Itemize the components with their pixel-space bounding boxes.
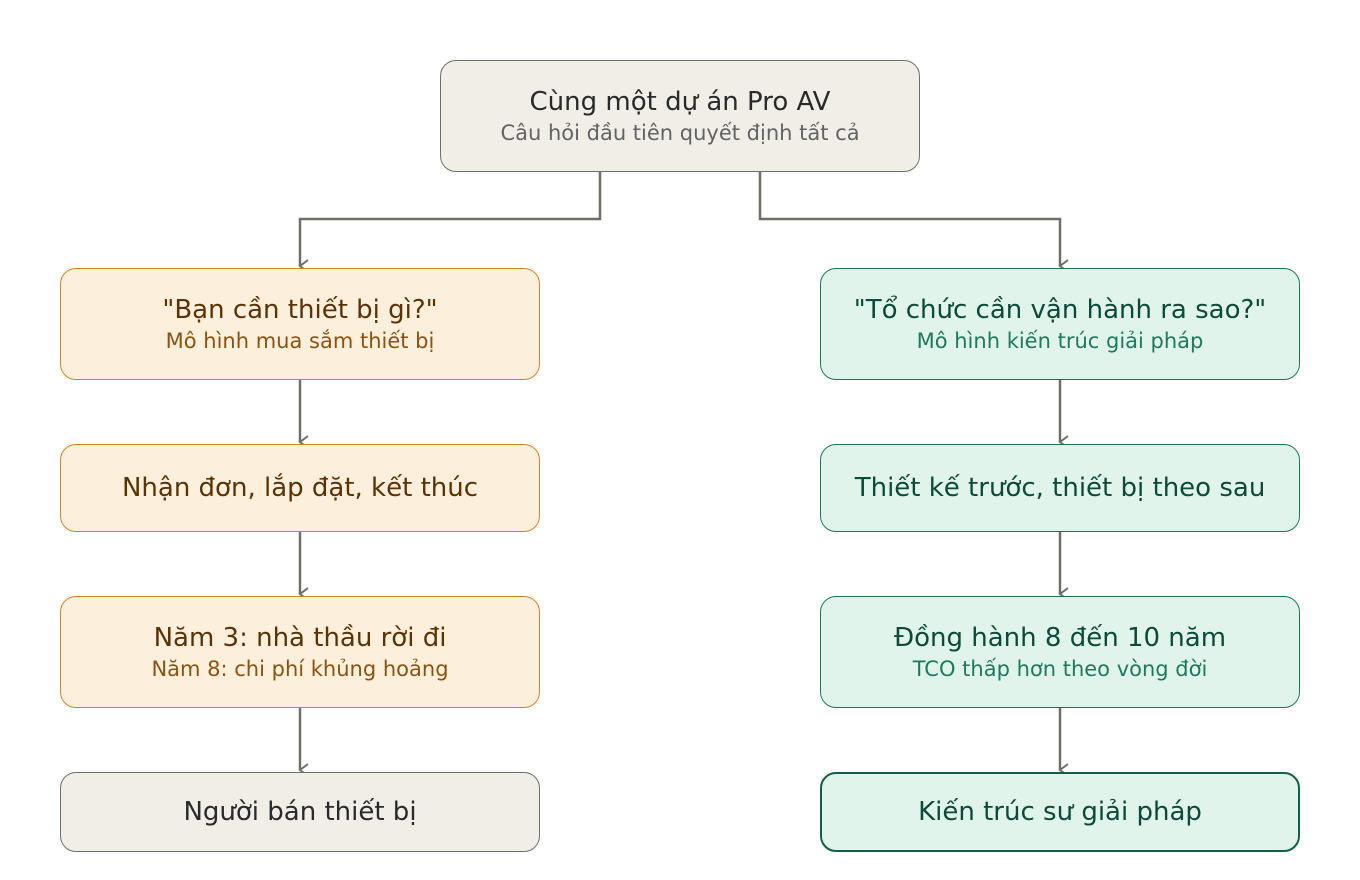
right-step2-title: Thiết kế trước, thiết bị theo sau — [854, 473, 1266, 503]
left-question-subtitle: Mô hình mua sắm thiết bị — [165, 329, 435, 353]
root-to-right-connector — [758, 172, 1069, 273]
root-subtitle: Câu hỏi đầu tiên quyết định tất cả — [500, 121, 860, 145]
right-result-node: Kiến trúc sư giải pháp — [820, 772, 1300, 852]
root-node: Cùng một dự án Pro AV Câu hỏi đầu tiên q… — [440, 60, 920, 172]
right-result-title: Kiến trúc sư giải pháp — [918, 797, 1202, 827]
left-step2-title: Nhận đơn, lắp đặt, kết thúc — [121, 473, 479, 503]
right-question-title: "Tổ chức cần vận hành ra sao?" — [853, 295, 1267, 325]
right-step2-node: Thiết kế trước, thiết bị theo sau — [820, 444, 1300, 532]
left-step2-node: Nhận đơn, lắp đặt, kết thúc — [60, 444, 540, 532]
left-result-node: Người bán thiết bị — [60, 772, 540, 852]
root-to-left-connector — [298, 172, 602, 273]
right-question-node: "Tổ chức cần vận hành ra sao?" Mô hình k… — [820, 268, 1300, 380]
right-step3-subtitle: TCO thấp hơn theo vòng đời — [912, 657, 1208, 681]
left-step3-subtitle: Năm 8: chi phí khủng hoảng — [151, 657, 449, 681]
left-result-title: Người bán thiết bị — [183, 797, 417, 827]
left-question-node: "Bạn cần thiết bị gì?" Mô hình mua sắm t… — [60, 268, 540, 380]
left-step3-title: Năm 3: nhà thầu rời đi — [153, 623, 447, 653]
right-step3-title: Đồng hành 8 đến 10 năm — [893, 623, 1227, 653]
right-question-subtitle: Mô hình kiến trúc giải pháp — [916, 329, 1204, 353]
left-step3-node: Năm 3: nhà thầu rời đi Năm 8: chi phí kh… — [60, 596, 540, 708]
right-step3-node: Đồng hành 8 đến 10 năm TCO thấp hơn theo… — [820, 596, 1300, 708]
left-question-title: "Bạn cần thiết bị gì?" — [162, 295, 438, 325]
root-title: Cùng một dự án Pro AV — [529, 87, 831, 117]
